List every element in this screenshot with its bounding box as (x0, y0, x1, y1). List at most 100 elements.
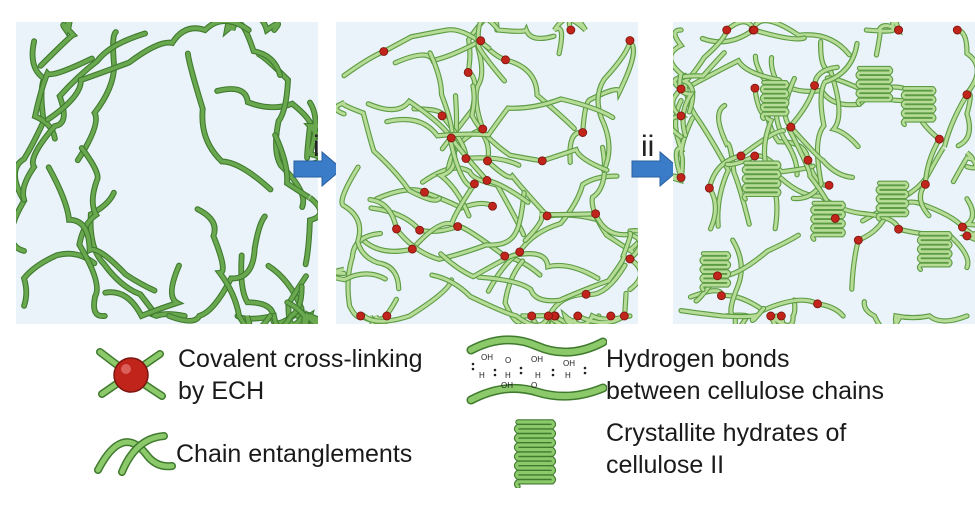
hydrogen-bond-icon: OH O OH OH H H H H OH O (465, 330, 608, 413)
cellulose-chain-highlight (437, 94, 471, 218)
cellulose-chain-highlight (167, 214, 267, 323)
crosslink-point (934, 134, 944, 144)
cellulose-chain-highlight (103, 263, 182, 319)
cellulose-chain-highlight (477, 231, 633, 303)
h-label: H (535, 371, 541, 380)
entanglement-icon (92, 428, 176, 483)
legend-crosslink-line1: Covalent cross-linking (178, 345, 423, 373)
cellulose-chain (522, 211, 638, 293)
crosslink-icon (96, 344, 166, 411)
crosslink-point (527, 311, 537, 321)
cellulose-chain-highlight (553, 22, 587, 56)
cellulose-chain-highlight (439, 252, 600, 280)
h-label: H (565, 371, 571, 380)
panel-crosslinked-network (336, 22, 638, 324)
legend-crosslink-line2: by ECH (178, 377, 265, 405)
cellulose-chain-highlight (791, 42, 859, 201)
cellulose-chain-highlight (195, 207, 272, 324)
crosslink-point (786, 122, 796, 132)
crosslink-point (543, 311, 553, 321)
cellulose-chain-highlight (861, 197, 975, 241)
o-label: O (531, 381, 537, 390)
crosslink-point (920, 179, 930, 189)
cellulose-chain-highlight (678, 22, 806, 114)
crosslink-point (750, 151, 760, 161)
crosslink-point (566, 25, 576, 35)
crosslink-point (803, 155, 813, 165)
crosslink-point (488, 201, 497, 211)
cellulose-chain-highlight (430, 273, 601, 324)
crosslink-point (515, 247, 525, 257)
cellulose-chain (214, 86, 315, 136)
crosslink-point (716, 291, 726, 301)
crosslink-point (469, 179, 479, 189)
cellulose-chain-highlight (38, 22, 77, 68)
cellulose-chain (44, 22, 252, 123)
cellulose-chain-highlight (75, 30, 118, 163)
cellulose-chain-highlight (700, 252, 731, 292)
cellulose-chain-highlight (679, 306, 766, 322)
cellulose-chain-highlight (45, 22, 251, 122)
cellulose-chain-highlight (742, 161, 781, 201)
crosslink-point (830, 213, 840, 223)
cellulose-network-crosslinked (336, 22, 638, 324)
cellulose-chain-highlight (186, 51, 273, 192)
cellulose-chain-highlight (285, 300, 318, 324)
crosslink-point (501, 55, 510, 65)
cellulose-network-crystallites (673, 22, 975, 324)
cellulose-chain-highlight (819, 40, 860, 149)
cellulose-chain-highlight (856, 66, 893, 106)
cellulose-chain-highlight (503, 259, 613, 324)
crosslink-point (415, 225, 425, 235)
crosslink-point (813, 299, 822, 309)
cellulose-chain (45, 164, 158, 294)
crosslink-point (824, 180, 834, 190)
crosslink-point (957, 222, 967, 232)
cellulose-chain-highlight (470, 84, 609, 172)
crosslink-point (392, 224, 401, 234)
cellulose-network-initial (16, 22, 318, 324)
crosslink-point (446, 133, 456, 143)
crosslink-point (962, 231, 972, 241)
cellulose-chain-highlight (412, 107, 521, 167)
crosslink-point (476, 36, 486, 46)
cellulose-chain-highlight (366, 99, 472, 188)
crosslink-point (578, 128, 588, 137)
crosslink-point (776, 311, 786, 321)
step-label-i: i (313, 130, 320, 163)
cellulose-chain-highlight (876, 181, 909, 221)
crosslink-point (894, 224, 904, 234)
oh-label: OH (531, 355, 543, 364)
crosslink-point (407, 244, 417, 254)
cellulose-chain-highlight (753, 86, 779, 231)
crosslink-point (676, 173, 686, 182)
cellulose-chain-highlight (374, 188, 495, 210)
cellulose-chain-highlight (486, 174, 619, 293)
cellulose-chain-highlight (901, 87, 936, 126)
cellulose-chain-highlight (862, 300, 969, 324)
cellulose-chain-highlight (515, 420, 555, 488)
crosslink-point (736, 151, 746, 161)
cellulose-chain-highlight (811, 201, 845, 241)
step-arrow-2 (626, 134, 686, 194)
panel-cellulose-chains (16, 22, 318, 324)
cellulose-chain-highlight (273, 133, 318, 267)
crosslink-point (722, 25, 732, 35)
crosslink-point (713, 271, 722, 281)
crosslink-point (704, 183, 714, 193)
crosslink-point (625, 254, 635, 264)
cellulose-chain (336, 100, 442, 203)
crosslink-point (382, 311, 392, 321)
crosslink-point (853, 235, 863, 245)
cellulose-chain-highlight (673, 28, 694, 137)
crosslink-point (542, 211, 552, 221)
cellulose-chain-highlight (673, 99, 695, 183)
crosslink-point (379, 47, 389, 56)
cellulose-chain-highlight (21, 31, 147, 202)
legend-entanglement: Chain entanglements (176, 440, 413, 468)
crosslink-point (437, 111, 447, 121)
cellulose-chain-highlight (700, 22, 851, 57)
crosslink-point (894, 25, 904, 35)
legend-crystallite-line1: Crystallite hydrates of (606, 419, 847, 447)
o-label: O (505, 356, 511, 365)
